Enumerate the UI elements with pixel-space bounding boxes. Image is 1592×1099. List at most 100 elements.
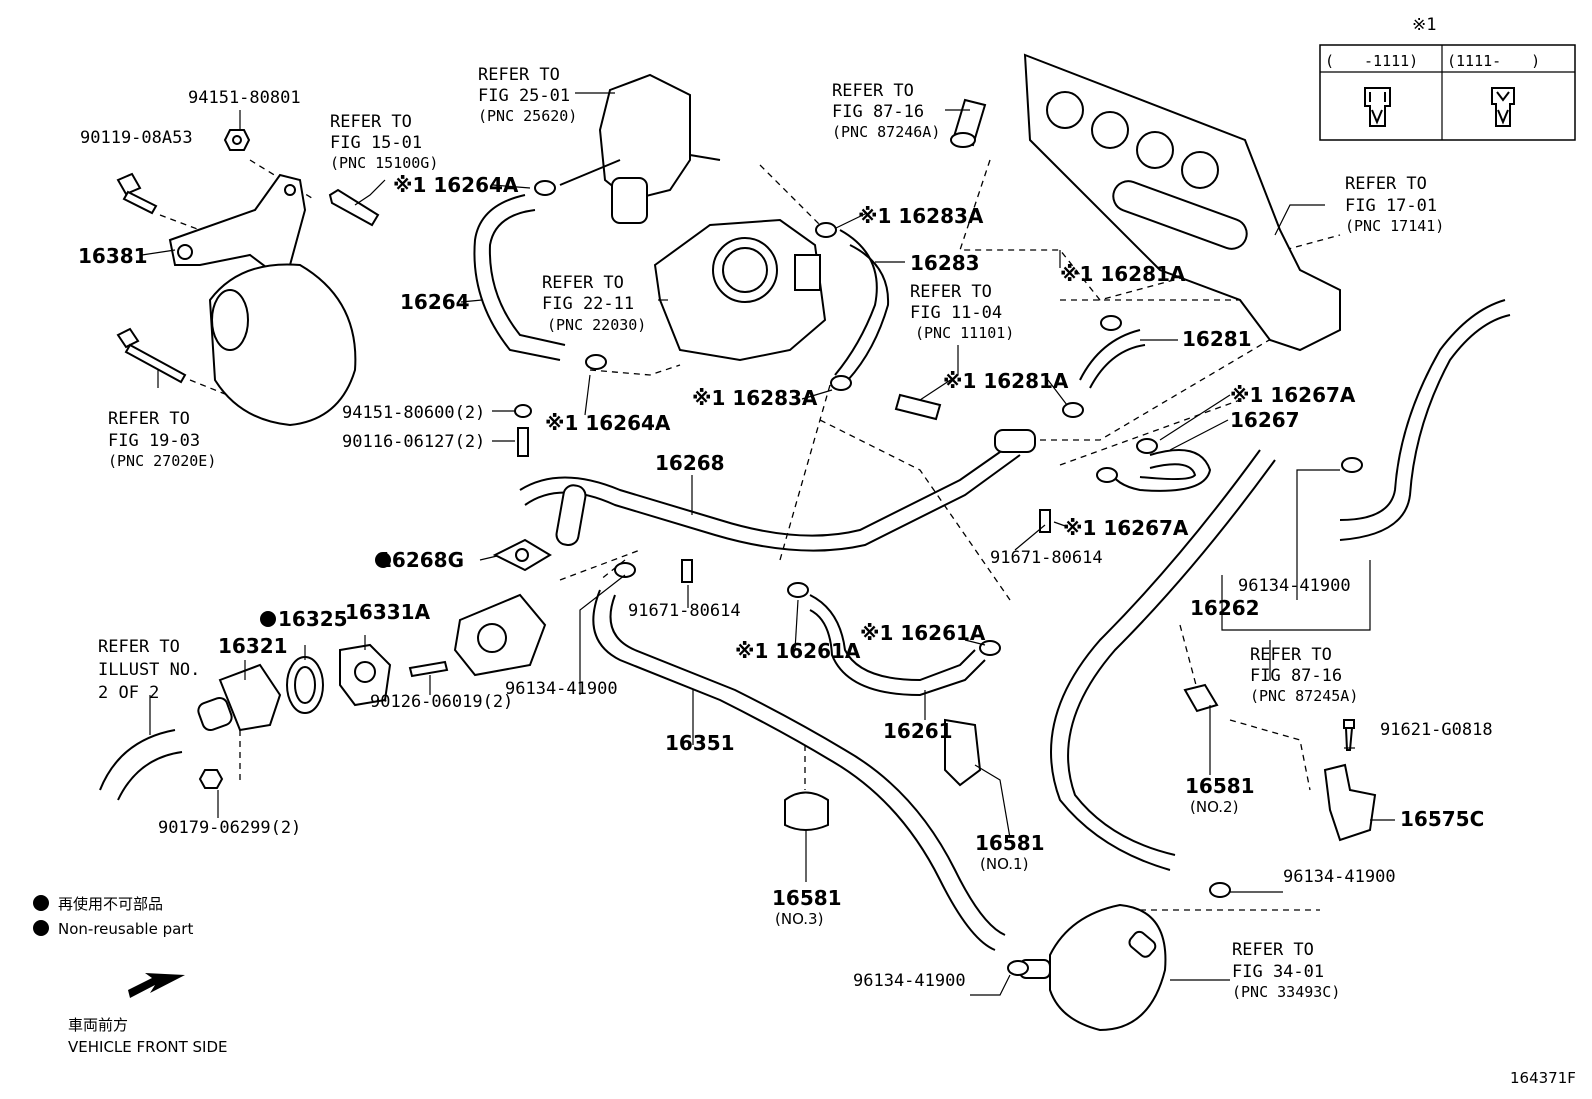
label-16281[interactable]: 16281: [1182, 327, 1252, 351]
label-refer-illust-line3[interactable]: 2 OF 2: [98, 683, 159, 703]
intake-manifold-shape[interactable]: [1023, 53, 1341, 352]
label-16264a-top[interactable]: ※1 16264A: [393, 173, 519, 197]
thermostat-housing-shape[interactable]: [453, 593, 547, 677]
gasket-16268g-shape[interactable]: [492, 538, 552, 572]
label-refer-fig34-line2[interactable]: FIG 34-01: [1232, 962, 1324, 982]
gasket-16325-shape[interactable]: [286, 656, 324, 714]
clip-16281a-top[interactable]: [1100, 315, 1122, 331]
label-16381[interactable]: 16381: [78, 244, 148, 268]
bolt-91621-shape[interactable]: [1343, 719, 1355, 751]
label-90179-06299[interactable]: 90179-06299(2): [158, 818, 301, 838]
pump-housing-shape[interactable]: [208, 263, 357, 427]
label-16264a-bottom[interactable]: ※1 16264A: [545, 411, 671, 435]
label-refer-fig19-line2[interactable]: FIG 19-03: [108, 431, 200, 451]
label-16351[interactable]: 16351: [665, 731, 735, 755]
label-refer-illust-line2[interactable]: ILLUST NO.: [98, 660, 200, 680]
clip-16261a-left[interactable]: [787, 582, 809, 598]
clip-16267a-bottom[interactable]: [1096, 467, 1118, 483]
label-91671-80614-b[interactable]: 91671-80614: [990, 548, 1103, 568]
hose-16283-shape[interactable]: [834, 229, 890, 381]
label-refer-fig87a-line2[interactable]: FIG 87-16: [832, 102, 924, 122]
label-refer-fig17-line3[interactable]: (PNC 17141): [1345, 217, 1444, 235]
clamp-16581-no1-shape[interactable]: [944, 718, 982, 787]
label-refer-fig87a-line3[interactable]: (PNC 87246A): [832, 123, 940, 141]
label-refer-fig25-line3[interactable]: (PNC 25620): [478, 107, 577, 125]
label-no3[interactable]: (NO.3): [775, 910, 823, 928]
bolt-long-shape[interactable]: [116, 327, 187, 384]
clip-16264a-bottom[interactable]: [585, 354, 607, 370]
bolt-91671-a[interactable]: [681, 559, 693, 583]
label-16268g[interactable]: 16268G: [378, 548, 464, 572]
throttle-body-shape[interactable]: [653, 218, 827, 362]
label-16283a-top[interactable]: ※1 16283A: [858, 204, 984, 228]
clip-16264a-top[interactable]: [534, 180, 556, 196]
label-refer-fig87b-line2[interactable]: FIG 87-16: [1250, 666, 1342, 686]
heater-unit-shape[interactable]: [1019, 903, 1167, 1032]
pipe-87246a-shape[interactable]: [950, 98, 987, 148]
clip-96134-d[interactable]: [1007, 960, 1029, 976]
label-refer-fig22-line1[interactable]: REFER TO: [542, 273, 624, 293]
label-16268[interactable]: 16268: [655, 451, 725, 475]
label-no1[interactable]: (NO.1): [980, 855, 1028, 873]
hose-16267-shape[interactable]: [1109, 449, 1212, 492]
label-90116-06127[interactable]: 90116-06127(2): [342, 432, 485, 452]
pipe-16268-shape[interactable]: [519, 429, 1036, 552]
label-refer-fig25-line1[interactable]: REFER TO: [478, 65, 560, 85]
label-16281a-top[interactable]: ※1 16281A: [1060, 262, 1186, 286]
label-refer-fig22-line2[interactable]: FIG 22-11: [542, 294, 634, 314]
label-refer-fig25-line2[interactable]: FIG 25-01: [478, 86, 570, 106]
stud-90126-shape[interactable]: [408, 660, 449, 678]
label-refer-fig19-line1[interactable]: REFER TO: [108, 409, 190, 429]
label-16331a[interactable]: 16331A: [345, 600, 431, 624]
label-91671-80614-a[interactable]: 91671-80614: [628, 601, 741, 621]
label-refer-fig22-line3[interactable]: (PNC 22030): [547, 316, 646, 334]
label-refer-fig15-line3[interactable]: (PNC 15100G): [330, 154, 438, 172]
label-refer-fig17-line1[interactable]: REFER TO: [1345, 174, 1427, 194]
hose-16261-shape[interactable]: [809, 594, 986, 697]
label-16262[interactable]: 16262: [1190, 596, 1260, 620]
nut-94151-80801-shape[interactable]: [223, 129, 251, 151]
label-16261a-left[interactable]: ※1 16261A: [735, 639, 861, 663]
label-96134-41900-a[interactable]: 96134-41900: [505, 679, 618, 699]
label-96134-41900-d[interactable]: 96134-41900: [853, 971, 966, 991]
clamp-16581-no2-shape[interactable]: [1183, 683, 1219, 713]
label-91621-g0818[interactable]: 91621-G0818: [1380, 720, 1493, 740]
label-refer-fig11-line1[interactable]: REFER TO: [910, 282, 992, 302]
clip-96134-c[interactable]: [1209, 882, 1231, 898]
bolt-90119-shape[interactable]: [116, 172, 158, 215]
clip-16281a-bottom[interactable]: [1062, 402, 1084, 418]
label-refer-fig87b-line1[interactable]: REFER TO: [1250, 645, 1332, 665]
label-refer-fig11-line2[interactable]: FIG 11-04: [910, 303, 1002, 323]
nut-90179-shape[interactable]: [198, 769, 224, 789]
bracket-16381-shape[interactable]: [168, 173, 307, 272]
label-refer-fig34-line3[interactable]: (PNC 33493C): [1232, 983, 1340, 1001]
label-94151-80600[interactable]: 94151-80600(2): [342, 403, 485, 423]
label-90119-08a53[interactable]: 90119-08A53: [80, 128, 193, 148]
label-96134-41900-b[interactable]: 96134-41900: [1238, 576, 1351, 596]
label-16581-no3[interactable]: 16581: [772, 886, 842, 910]
label-16281a-bottom[interactable]: ※1 16281A: [943, 369, 1069, 393]
label-16261a-right[interactable]: ※1 16261A: [860, 621, 986, 645]
hose-16351-shape[interactable]: [592, 589, 1006, 951]
clip-96134-b[interactable]: [1341, 457, 1363, 473]
radiator-hose-shape[interactable]: [99, 729, 183, 801]
label-refer-fig34-line1[interactable]: REFER TO: [1232, 940, 1314, 960]
label-refer-fig87a-line1[interactable]: REFER TO: [832, 81, 914, 101]
label-16267[interactable]: 16267: [1230, 408, 1300, 432]
valve-fig25-shape[interactable]: [559, 73, 721, 224]
nut-94151-80600[interactable]: [514, 404, 532, 418]
label-96134-41900-c[interactable]: 96134-41900: [1283, 867, 1396, 887]
clamp-16581-no3-shape[interactable]: [784, 791, 829, 831]
label-90126-06019[interactable]: 90126-06019(2): [370, 692, 513, 712]
label-16261[interactable]: 16261: [883, 719, 953, 743]
label-94151-80801[interactable]: 94151-80801: [188, 88, 301, 108]
bracket-16575c-shape[interactable]: [1323, 763, 1377, 842]
label-16283a-bottom[interactable]: ※1 16283A: [692, 386, 818, 410]
hose-16264-shape[interactable]: [473, 194, 566, 361]
clip-96134-a[interactable]: [614, 562, 636, 578]
clip-16283a-bottom[interactable]: [830, 375, 852, 391]
label-16267a-top[interactable]: ※1 16267A: [1230, 383, 1356, 407]
label-16325[interactable]: 16325: [278, 607, 348, 631]
pipe-11101-shape[interactable]: [894, 393, 942, 421]
label-refer-fig87b-line3[interactable]: (PNC 87245A): [1250, 687, 1358, 705]
